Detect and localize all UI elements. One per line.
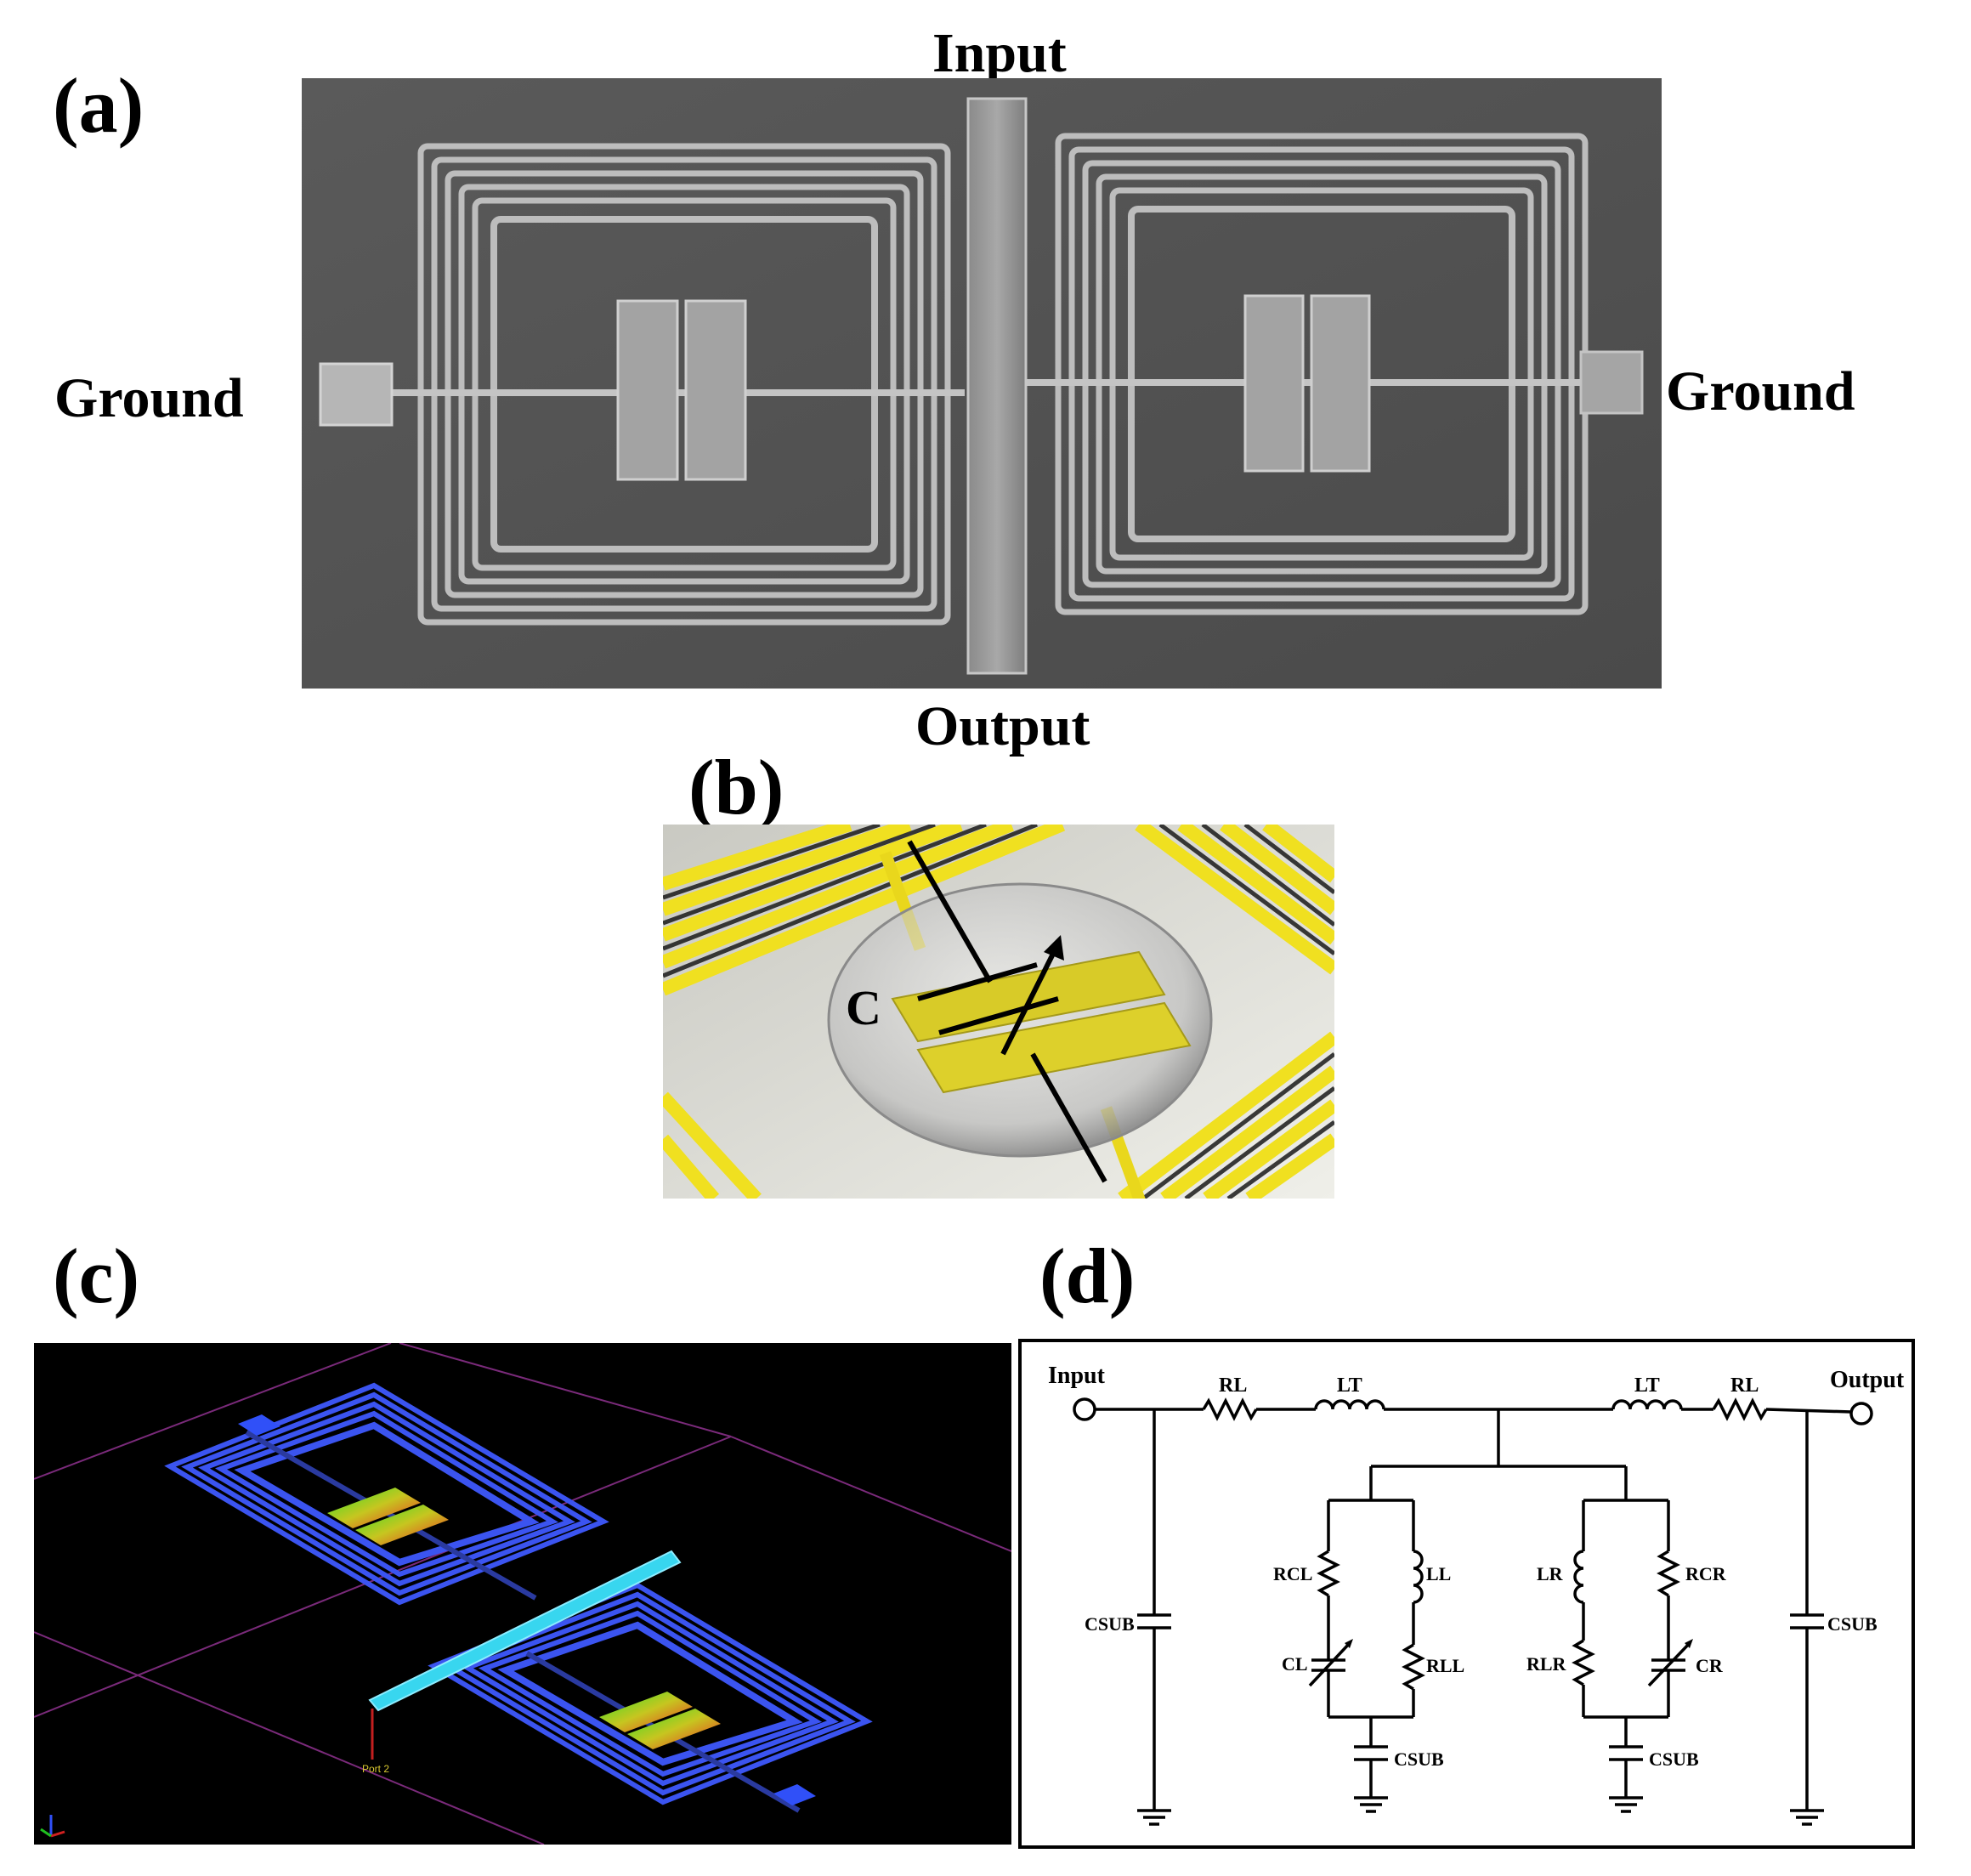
rll-label: RLL bbox=[1426, 1655, 1464, 1676]
csub-left-label: CSUB bbox=[1085, 1613, 1135, 1635]
input-node-label: Input bbox=[1048, 1363, 1106, 1389]
csub-right-label: CSUB bbox=[1827, 1613, 1878, 1635]
cl-label: CL bbox=[1282, 1653, 1308, 1675]
csub-mid-left-label: CSUB bbox=[1394, 1748, 1444, 1770]
csub-mid-right-label: CSUB bbox=[1649, 1748, 1699, 1770]
panel-a-letter: (a) bbox=[53, 62, 144, 149]
hfss-simulation-model: Port 2 bbox=[34, 1343, 1011, 1845]
input-terminal-label: Input bbox=[932, 22, 1067, 84]
port-2-label: Port 2 bbox=[362, 1763, 389, 1775]
rcr-label: RCR bbox=[1685, 1563, 1727, 1584]
panel-d-letter: (d) bbox=[1039, 1233, 1136, 1319]
lr-label: LR bbox=[1537, 1563, 1564, 1584]
lt-left-label: LT bbox=[1337, 1374, 1362, 1397]
output-node-label: Output bbox=[1830, 1367, 1905, 1393]
ll-label: LL bbox=[1426, 1563, 1451, 1584]
rendered-capacitor-view: C bbox=[663, 825, 1334, 1199]
rl-left-label: RL bbox=[1219, 1374, 1247, 1397]
sem-micrograph bbox=[302, 78, 1662, 689]
rlr-label: RLR bbox=[1526, 1653, 1567, 1675]
output-terminal-label: Output bbox=[915, 695, 1090, 757]
rl-right-label: RL bbox=[1730, 1374, 1759, 1397]
panel-b-letter: (b) bbox=[688, 744, 784, 830]
lt-right-label: LT bbox=[1634, 1374, 1660, 1397]
equivalent-circuit-schematic: Input Output RL LT LT RL CSUB CSUB RCL L… bbox=[1018, 1339, 1915, 1849]
capacitor-c-label: C bbox=[846, 980, 881, 1035]
ground-left-label: Ground bbox=[54, 367, 244, 429]
panel-c-letter: (c) bbox=[53, 1233, 140, 1319]
rcl-label: RCL bbox=[1273, 1563, 1312, 1584]
ground-right-label: Ground bbox=[1666, 360, 1855, 422]
cr-label: CR bbox=[1696, 1655, 1724, 1676]
